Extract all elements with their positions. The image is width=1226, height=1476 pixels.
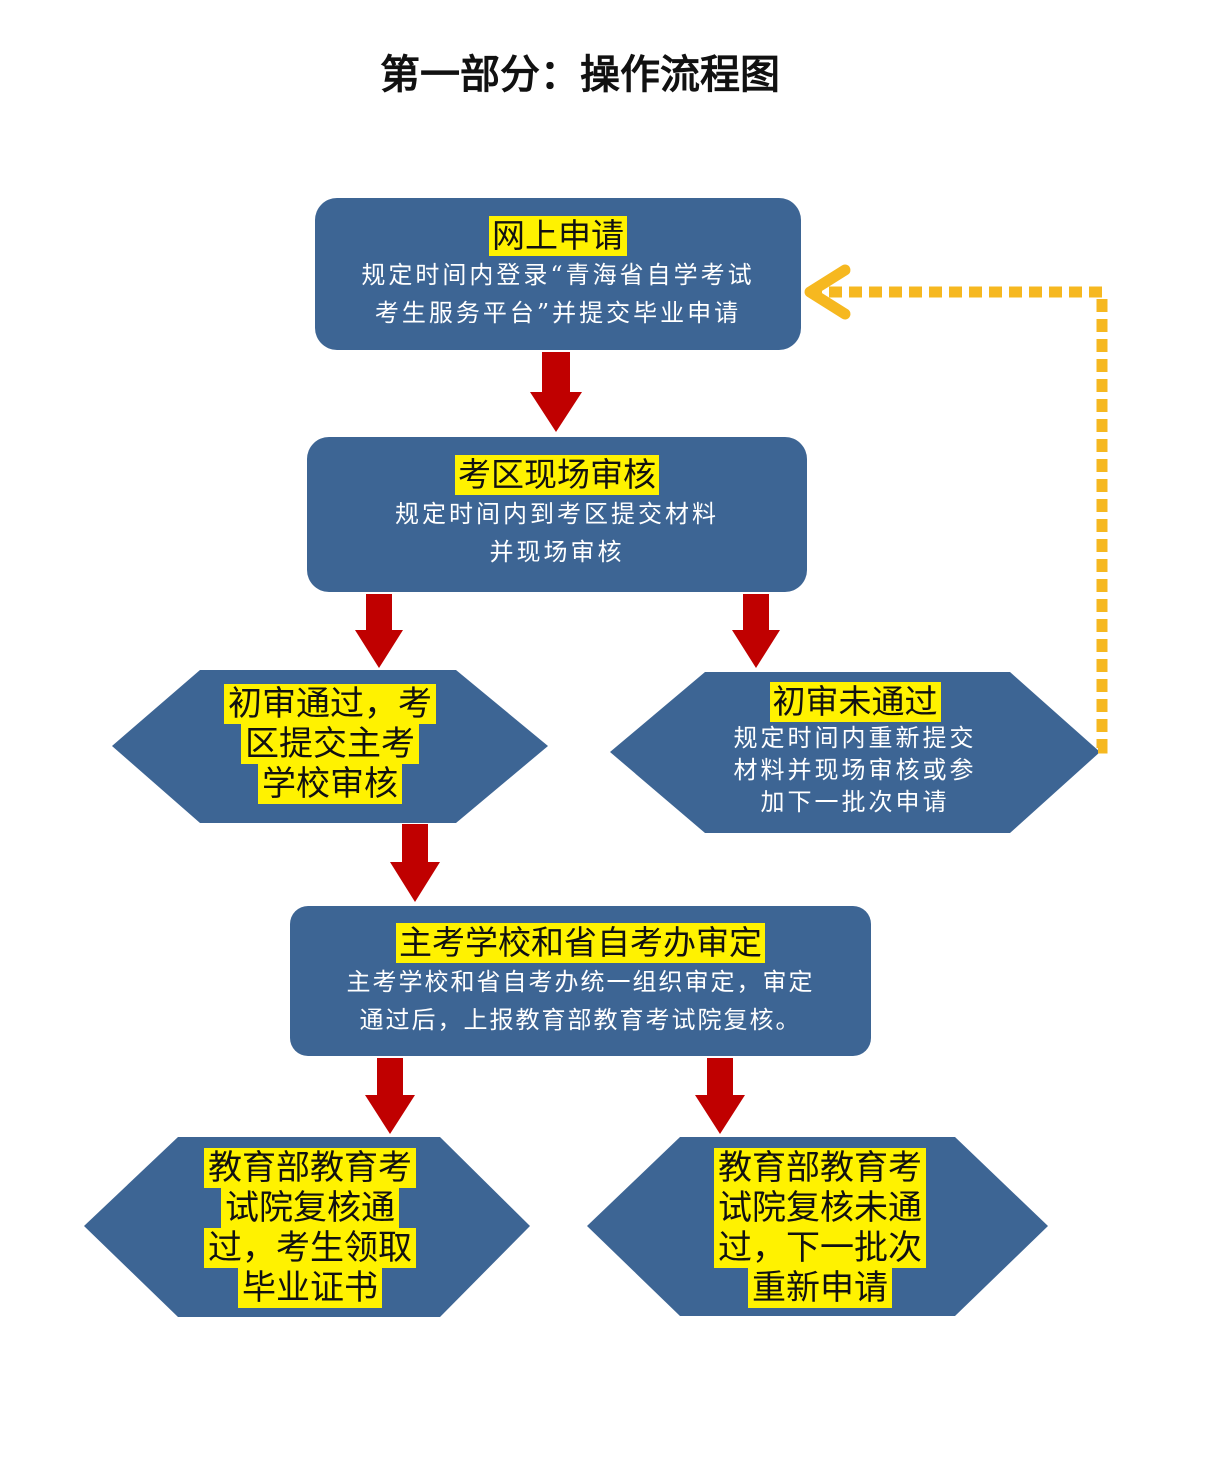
fail-final-line-3: 过，下一批次 — [714, 1228, 926, 1268]
pass-initial-line-2: 区提交主考 — [241, 724, 419, 764]
return-arrow-line — [812, 286, 1108, 754]
arrow-approval-to-fail-final — [695, 1058, 745, 1134]
pass-final-line-1: 教育部教育考 — [204, 1148, 416, 1188]
fail-initial-node: 初审未通过 规定时间内重新提交 材料并现场审核或参 加下一批次申请 — [690, 680, 1020, 820]
fail-final-node: 教育部教育考 试院复核未通 过，下一批次 重新申请 — [660, 1143, 980, 1313]
fail-final-line-2: 试院复核未通 — [714, 1188, 926, 1228]
arrow-pass-to-approval — [390, 824, 440, 902]
fail-initial-line-2: 材料并现场审核或参 — [733, 756, 977, 784]
approval-heading: 主考学校和省自考办审定 — [396, 923, 765, 963]
fail-initial-line-3: 加下一批次申请 — [760, 788, 950, 816]
approval-node: 主考学校和省自考办审定 主考学校和省自考办统一组织审定，审定 通过后，上报教育部… — [290, 916, 871, 1046]
pass-final-line-2: 试院复核通 — [221, 1188, 399, 1228]
onsite-box — [307, 437, 807, 592]
pass-initial-line-1: 初审通过，考 — [224, 684, 436, 724]
pass-final-line-4: 毕业证书 — [238, 1268, 382, 1308]
arrow-onsite-to-fail — [732, 594, 780, 668]
arrow-approval-to-pass-final — [365, 1058, 415, 1134]
arrow-apply-to-onsite — [530, 352, 582, 432]
apply-heading: 网上申请 — [489, 216, 627, 256]
approval-line-1: 主考学校和省自考办统一组织审定，审定 — [346, 968, 815, 996]
pass-initial-node: 初审通过，考 区提交主考 学校审核 — [180, 678, 480, 810]
approval-line-2: 通过后，上报教育部教育考试院复核。 — [359, 1006, 802, 1034]
fail-initial-line-1: 规定时间内重新提交 — [733, 724, 977, 752]
onsite-heading: 考区现场审核 — [455, 455, 659, 495]
apply-box — [315, 198, 801, 350]
pass-final-line-3: 过，考生领取 — [204, 1228, 416, 1268]
page-title: 第一部分：操作流程图 — [380, 52, 780, 98]
onsite-line-2: 并现场审核 — [489, 538, 625, 566]
onsite-line-1: 规定时间内到考区提交材料 — [395, 500, 719, 528]
arrow-onsite-to-pass — [355, 594, 403, 668]
fail-initial-heading: 初审未通过 — [769, 682, 941, 722]
fail-final-line-4: 重新申请 — [748, 1268, 892, 1308]
return-arrowhead — [804, 264, 851, 320]
pass-final-node: 教育部教育考 试院复核通 过，考生领取 毕业证书 — [150, 1143, 470, 1313]
fail-final-line-1: 教育部教育考 — [714, 1148, 926, 1188]
onsite-node: 考区现场审核 规定时间内到考区提交材料 并现场审核 — [307, 448, 807, 578]
apply-node: 网上申请 规定时间内登录“青海省自学考试 考生服务平台”并提交毕业申请 — [315, 206, 801, 342]
apply-line-1: 规定时间内登录“青海省自学考试 — [361, 261, 755, 289]
pass-initial-line-3: 学校审核 — [258, 764, 402, 804]
apply-line-2: 考生服务平台”并提交毕业申请 — [374, 299, 742, 327]
fail-initial-hexagon — [610, 672, 1100, 833]
